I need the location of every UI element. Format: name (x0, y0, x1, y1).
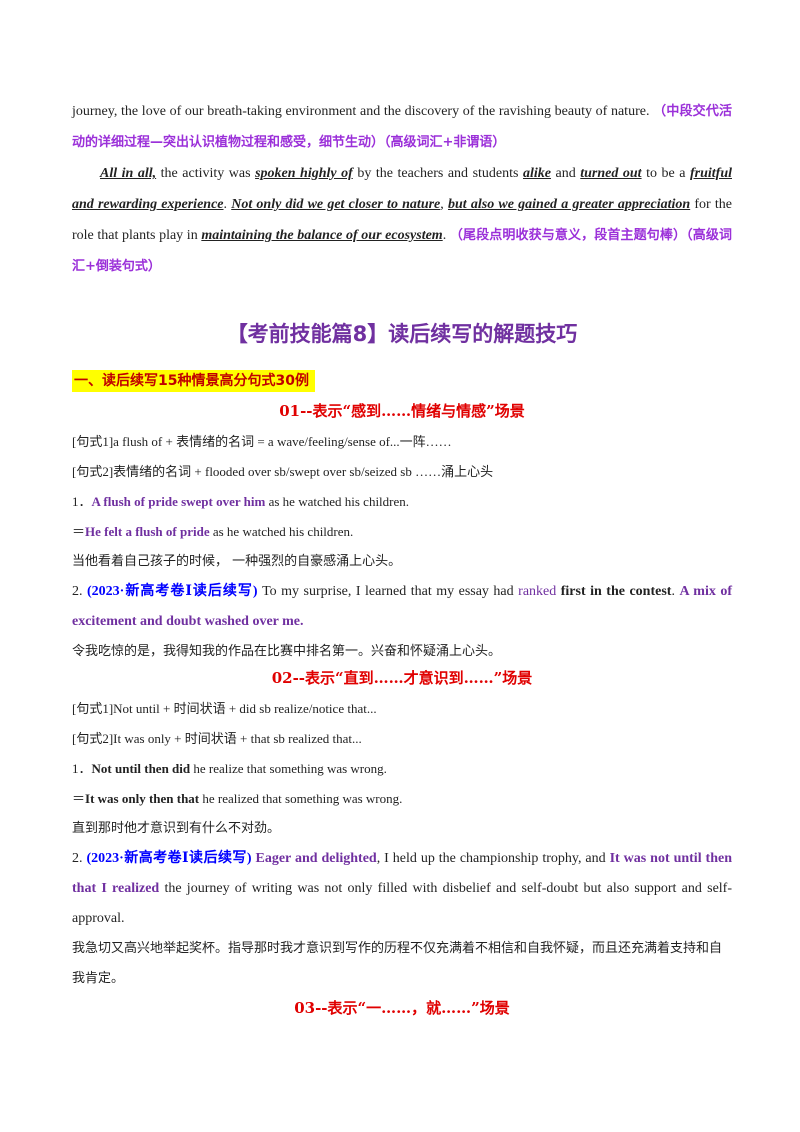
paragraph-text: journey, the love of our breath-taking e… (72, 104, 650, 119)
example-paragraph: 2. (2023·新高考卷Ⅰ读后续写) To my surprise, I le… (72, 584, 733, 629)
phrase-underlined: turned out (580, 166, 642, 181)
paragraph-text: and (550, 166, 581, 181)
highlight-phrase: He felt a flush of pride (85, 524, 210, 539)
paragraph-text: . (442, 228, 450, 243)
highlight-phrase: Not until then did (91, 761, 191, 776)
example-paragraph: 2. (2023·新高考卷Ⅰ读后续写) Eager and delighted,… (72, 851, 732, 926)
paragraph-text: for the role that plants play in (72, 197, 733, 243)
translation-line: 我急切又高兴地举起奖杯。指导那时我才意识到写作的历程不仅充满着不相信和自我怀疑，… (72, 941, 723, 986)
section-heading-text: 一、读后续写15种情景高分句式30例 (72, 370, 315, 392)
pattern-line: [句式1]Not until + 时间状语 + did sb realize/n… (72, 701, 377, 716)
phrase-underlined: fruitful and rewarding experience (72, 166, 732, 212)
translation-line: 直到那时他才意识到有什么不对劲。 (72, 821, 281, 836)
paragraph-text: . (223, 197, 232, 212)
pattern-line: [句式2]It was only + 时间状语 + that sb realiz… (72, 731, 362, 746)
paragraph-text: to be a (641, 166, 690, 181)
scene-02: 02--表示“直到……才意识到……”场景 [句式1]Not until + 时间… (72, 663, 732, 994)
example-line: ＝It was only then that he realized that … (72, 791, 403, 806)
scene-heading: 03--表示“一……，就……”场景 (294, 999, 510, 1017)
scene-01: 01--表示“感到……情绪与情感”场景 [句式1]a flush of + 表情… (72, 396, 732, 667)
highlight-phrase: A flush of pride swept over him (91, 494, 266, 509)
closing-paragraph-1: journey, the love of our breath-taking e… (72, 96, 732, 158)
example-line: 1．A flush of pride swept over him as he … (72, 494, 410, 509)
example-line: 1．Not until then did he realize that som… (72, 761, 387, 776)
section-heading: 一、读后续写15种情景高分句式30例 (72, 370, 732, 392)
highlight-phrase: It was not until then that I realized (72, 851, 732, 896)
scene-03: 03--表示“一……，就……”场景 (72, 993, 732, 1024)
phrase-underlined: All in all, (100, 166, 157, 181)
phrase-underlined: Not only did we get closer to nature (231, 197, 441, 212)
highlight-phrase: It was only then that (85, 791, 200, 806)
scene-heading: 02--表示“直到……才意识到……”场景 (271, 669, 533, 687)
phrase-underlined: maintaining the balance of our ecosystem (201, 228, 443, 243)
pattern-line: [句式2]表情绪的名词 + flooded over sb/swept over… (72, 464, 494, 479)
closing-paragraph-2: All in all, the activity was spoken high… (72, 158, 732, 282)
highlight-phrase: Eager and delighted (255, 851, 377, 866)
source-tag: (2023·新高考卷Ⅰ读后续写) (87, 584, 258, 599)
paragraph-text: the activity was (156, 166, 256, 181)
source-tag: (2023·新高考卷Ⅰ读后续写) (86, 851, 252, 866)
phrase-underlined: spoken highly of (255, 166, 353, 181)
annotation-note: （中段交代活动的详细过程—突出认识植物过程和感受，细节生动）（高级词汇+非谓语） (72, 104, 733, 150)
example-line: ＝He felt a flush of pride as he watched … (72, 524, 354, 539)
scene-heading: 01--表示“感到……情绪与情感”场景 (279, 402, 525, 420)
translation-line: 令我吃惊的是，我得知我的作品在比赛中排名第一。兴奋和怀疑涌上心头。 (72, 644, 502, 659)
translation-line: 当他看着自己孩子的时候， 一种强烈的自豪感涌上心头。 (72, 554, 402, 569)
pattern-line: [句式1]a flush of + 表情绪的名词 = a wave/feelin… (72, 434, 452, 449)
phrase-underlined: alike (522, 166, 551, 181)
phrase-underlined: but also we gained a greater appreciatio… (447, 197, 691, 212)
paragraph-text: , (440, 197, 448, 212)
annotation-note: （尾段点明收获与意义，段首主题句棒）（高级词汇+倒装句式） (72, 228, 732, 274)
highlight-phrase: A mix of excitement and doubt washed ove… (72, 584, 733, 629)
main-title: 【考前技能篇8】读后续写的解题技巧 (226, 322, 578, 346)
paragraph-text: by the teachers and students (352, 166, 523, 181)
